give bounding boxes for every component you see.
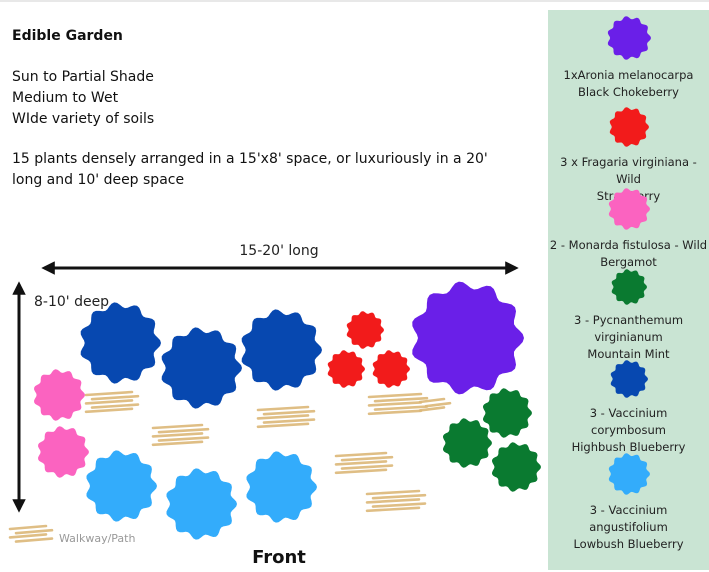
growing-conditions: Sun to Partial Shade Medium to Wet WIde … <box>12 67 154 130</box>
legend-item-strawberry: 3 x Fragaria virginiana - WildStrawberry <box>548 105 709 205</box>
path-markings <box>84 390 452 513</box>
plant-highbush-blueberry <box>161 327 242 409</box>
legend-label-line: 3 - Pycnanthemum <box>573 313 684 327</box>
legend-label-line: 1xAronia melanocarpa <box>563 68 694 82</box>
plant-mountain-mint <box>483 388 532 438</box>
path-marking <box>334 451 394 475</box>
plant-highbush-blueberry <box>80 302 161 384</box>
legend-label-line: angustifolium <box>589 520 668 534</box>
plant-mountain-mint <box>492 442 541 492</box>
path-marking <box>418 397 452 412</box>
legend-label-line: Highbush Blueberry <box>571 440 686 454</box>
legend-label-line: virginianum <box>594 330 663 344</box>
top-divider <box>0 0 709 2</box>
front-label: Front <box>252 547 306 568</box>
condition-moisture: Medium to Wet <box>12 90 119 106</box>
length-label: 15-20' long <box>239 243 318 259</box>
legend-label-line: Bergamot <box>600 255 657 269</box>
plant-bergamot <box>38 426 89 478</box>
legend-swatch <box>608 188 650 230</box>
plant-symbols <box>34 281 541 540</box>
plant-lowbush-blueberry <box>166 468 237 540</box>
legend-label-line: 3 - Vaccinium <box>589 503 668 517</box>
legend-swatch-icon <box>609 107 649 147</box>
walkway-swatch <box>8 524 54 543</box>
legend-swatch-icon <box>611 269 647 305</box>
legend-label-line: corymbosum <box>591 423 666 437</box>
legend-swatch <box>611 269 647 305</box>
layout-description: 15 plants densely arranged in a 15'x8' s… <box>12 151 488 188</box>
garden-layout-diagram: 15-20' long 8-10' deep Walkway/Path Fron… <box>8 243 541 568</box>
legend-label-line: Lowbush Blueberry <box>573 537 684 551</box>
depth-label: 8-10' deep <box>34 294 109 310</box>
plant-chokeberry <box>412 281 524 395</box>
path-marking <box>256 405 316 429</box>
plant-highbush-blueberry <box>241 309 322 391</box>
legend-swatch <box>607 16 651 60</box>
legend-label-line: 2 - Monarda fistulosa - Wild <box>549 238 708 252</box>
legend-swatch <box>608 453 650 495</box>
legend-swatch <box>610 360 648 398</box>
legend-label-line: 3 x Fragaria virginiana - Wild <box>560 155 697 186</box>
legend-label-line: Mountain Mint <box>587 347 670 361</box>
plant-strawberry <box>327 350 365 388</box>
legend-label-line: 3 - Vaccinium <box>589 406 668 420</box>
walkway-label: Walkway/Path <box>59 532 135 545</box>
path-marking <box>84 390 140 414</box>
legend-swatch-icon <box>610 360 648 398</box>
condition-soil: WIde variety of soils <box>12 111 155 127</box>
page-title: Edible Garden <box>12 28 123 44</box>
path-marking <box>151 423 210 447</box>
plant-strawberry <box>346 311 384 349</box>
condition-sun: Sun to Partial Shade <box>12 69 154 85</box>
path-marking <box>367 392 429 416</box>
plant-mountain-mint <box>443 418 492 468</box>
path-marking <box>365 489 427 513</box>
plant-strawberry <box>372 350 410 388</box>
path-marking <box>8 524 54 543</box>
legend-swatch-icon <box>608 453 650 495</box>
legend-label-line: Black Chokeberry <box>578 85 679 99</box>
plant-lowbush-blueberry <box>86 450 157 522</box>
plant-bergamot <box>34 369 85 421</box>
legend-swatch <box>609 107 649 147</box>
plant-lowbush-blueberry <box>246 451 317 523</box>
legend-swatch-icon <box>608 188 650 230</box>
legend-swatch-icon <box>607 16 651 60</box>
